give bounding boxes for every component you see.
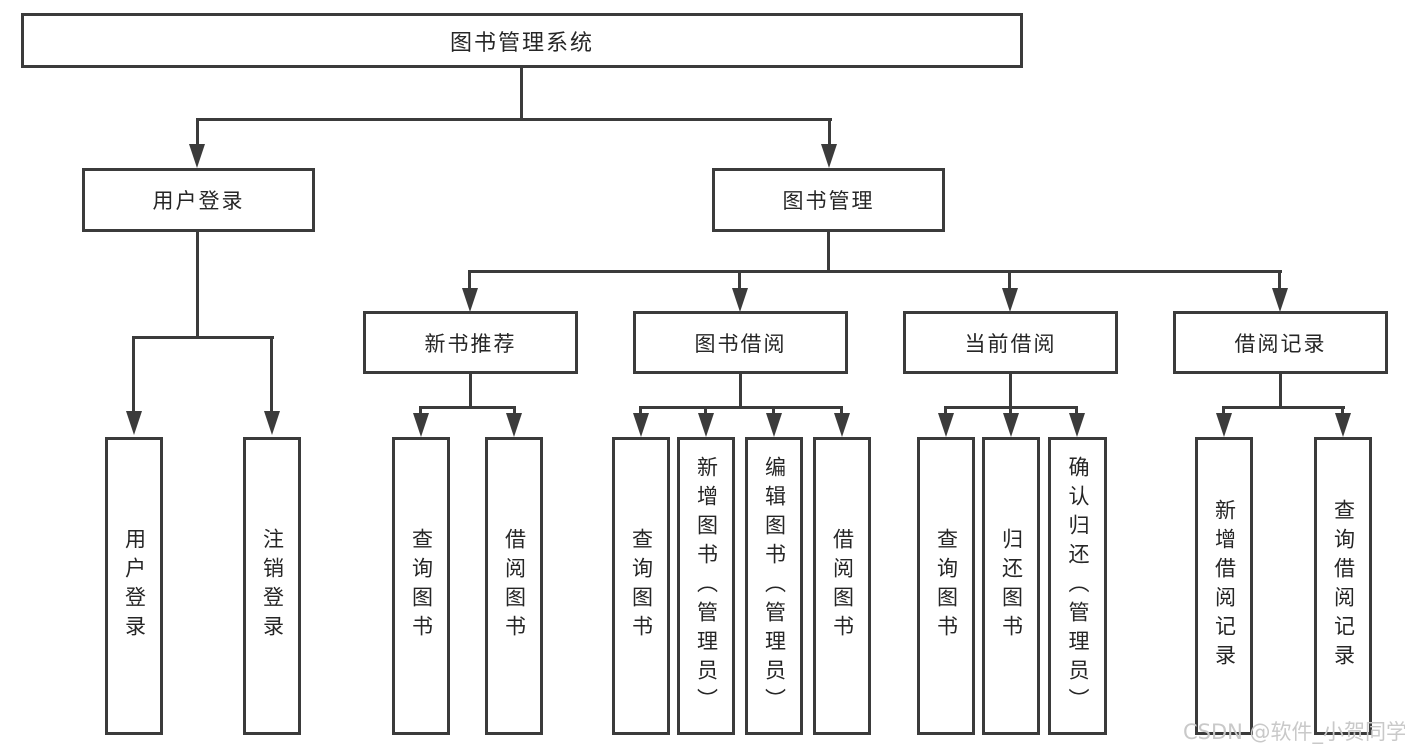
connector-shaft (513, 406, 516, 415)
arrow-down-icon (821, 144, 837, 168)
leaf-query-books-current: 查询图书 (917, 437, 975, 735)
connector-shaft (704, 406, 707, 415)
connector-shaft (132, 336, 135, 413)
connector-stub (469, 374, 472, 409)
leaf-query-borrow-record: 查询借阅记录 (1314, 437, 1372, 735)
leaf-query-books-recommend: 查询图书 (392, 437, 450, 735)
arrow-down-icon (1272, 288, 1288, 312)
leaf-confirm-return-admin: 确认归还（管理员） (1048, 437, 1107, 735)
connector-level3-branch (468, 270, 1282, 273)
leaf-query-books-borrow: 查询图书 (612, 437, 670, 735)
arrow-down-icon (938, 413, 954, 437)
leaf-user-login: 用户登录 (105, 437, 163, 735)
arrow-down-icon (264, 411, 280, 435)
arrow-down-icon (834, 413, 850, 437)
connector-shaft (639, 406, 642, 415)
leaf-borrow-books-recommend: 借阅图书 (485, 437, 543, 735)
leaf-add-borrow-record: 新增借阅记录 (1195, 437, 1253, 735)
connector-branch (639, 406, 843, 409)
connector-shaft (1278, 270, 1281, 290)
connector-shaft (270, 336, 273, 413)
csdn-watermark: CSDN @软件_小贺同学 (1183, 720, 1405, 744)
arrow-down-icon (1069, 413, 1085, 437)
connector-shaft (738, 270, 741, 290)
arrow-down-icon (1002, 288, 1018, 312)
connector-shaft (840, 406, 843, 415)
node-current-borrowing: 当前借阅 (903, 311, 1118, 374)
leaf-logout: 注销登录 (243, 437, 301, 735)
connector-shaft (1222, 406, 1225, 415)
connector-level2-branch (196, 118, 832, 121)
connector-shaft (419, 406, 422, 415)
connector-shaft (944, 406, 947, 415)
connector-branch (1222, 406, 1345, 409)
arrow-down-icon (413, 413, 429, 437)
arrow-down-icon (1335, 413, 1351, 437)
node-borrowing-records: 借阅记录 (1173, 311, 1388, 374)
node-book-management: 图书管理 (712, 168, 945, 232)
connector-book-mgmt-stub (827, 232, 830, 273)
connector-user-login-stub (196, 232, 199, 336)
connector-branch (419, 406, 516, 409)
connector-stub (1279, 374, 1282, 409)
node-new-book-recommendation: 新书推荐 (363, 311, 578, 374)
arrow-down-icon (633, 413, 649, 437)
connector-stub (1009, 374, 1012, 409)
arrow-down-icon (506, 413, 522, 437)
leaf-return-books: 归还图书 (982, 437, 1040, 735)
arrow-down-icon (189, 144, 205, 168)
arrow-down-icon (1216, 413, 1232, 437)
arrow-down-icon (766, 413, 782, 437)
arrow-down-icon (1003, 413, 1019, 437)
arrow-down-icon (126, 411, 142, 435)
connector-user-login-branch (132, 336, 274, 339)
node-user-login: 用户登录 (82, 168, 315, 232)
leaf-edit-books-admin: 编辑图书（管理员） (745, 437, 803, 735)
connector-shaft (772, 406, 775, 415)
connector-shaft (468, 270, 471, 290)
connector-shaft (1008, 270, 1011, 290)
connector-shaft (1009, 406, 1012, 415)
node-library-management-system: 图书管理系统 (21, 13, 1023, 68)
connector-book-mgmt-shaft (828, 118, 831, 146)
connector-root-stub (520, 68, 523, 118)
connector-shaft (1075, 406, 1078, 415)
arrow-down-icon (462, 288, 478, 312)
connector-user-login-shaft (196, 118, 199, 146)
node-book-borrowing: 图书借阅 (633, 311, 848, 374)
leaf-borrow-books: 借阅图书 (813, 437, 871, 735)
leaf-add-books-admin: 新增图书（管理员） (677, 437, 735, 735)
connector-shaft (1341, 406, 1344, 415)
arrow-down-icon (732, 288, 748, 312)
connector-stub (739, 374, 742, 409)
arrow-down-icon (698, 413, 714, 437)
